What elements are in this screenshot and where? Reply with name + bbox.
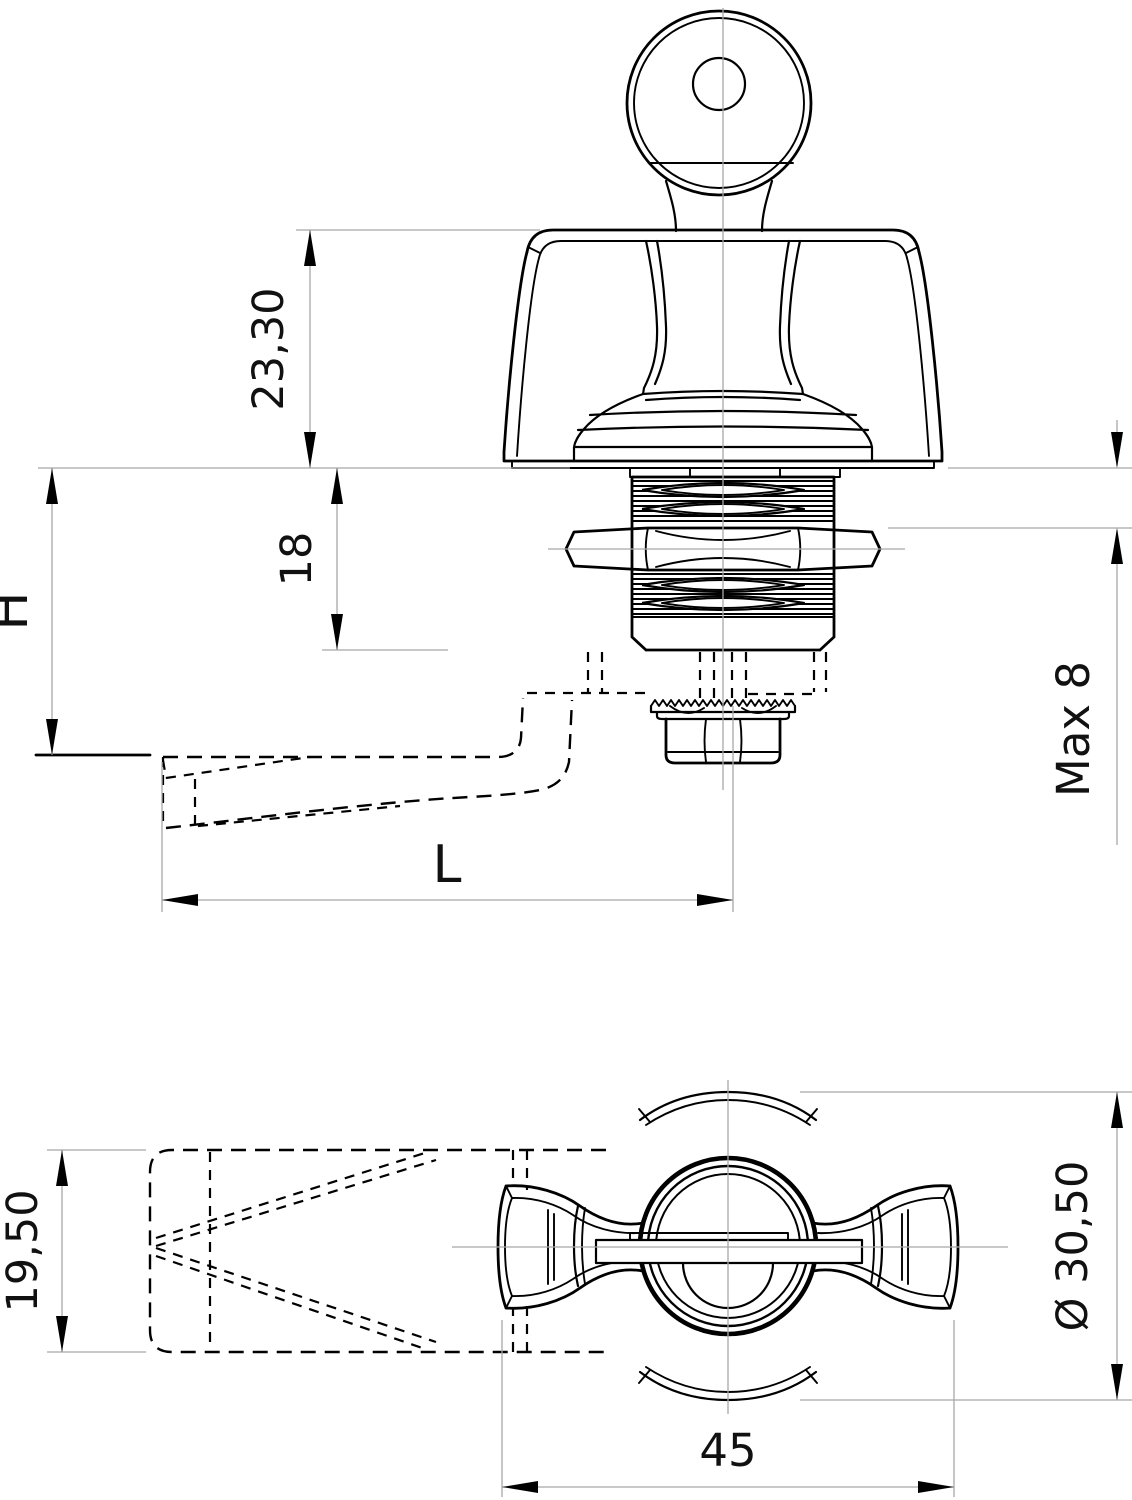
hidden-shaft-lines: [527, 652, 828, 698]
key-neck: [664, 179, 774, 233]
dimension-max-panel: Max 8: [888, 420, 1132, 845]
label-cam-width: 19,50: [0, 1189, 48, 1312]
dimension-knob-width: 45: [501, 1320, 955, 1497]
arrow-right: [697, 894, 733, 906]
label-grip-height: H: [0, 591, 40, 630]
arrow-down: [1111, 1364, 1123, 1400]
arrow-left: [162, 894, 198, 906]
dimensions: 23,30 18 H Max 8: [0, 229, 1132, 1497]
thread-lens-inner: [661, 503, 785, 515]
key-slot-lip: [629, 1232, 789, 1241]
arrow-up: [46, 468, 58, 504]
key-slot-bar: [594, 1238, 864, 1265]
housing-sides: [630, 475, 836, 652]
wing-knob-front: [502, 228, 944, 478]
ext-line: [800, 1091, 1132, 1401]
cam-lever-bottom-edge: [165, 699, 574, 830]
label-thread-length: 18: [272, 532, 322, 587]
arrow-up: [331, 468, 343, 504]
ext-line: [161, 706, 734, 912]
key-head-inner: [633, 17, 805, 189]
label-max-panel: Max 8: [1047, 661, 1100, 797]
cam-lever-outline-top: [148, 1148, 606, 1354]
bezel-mold-seams: [638, 1108, 818, 1384]
arrow-left: [502, 1481, 538, 1493]
key-head-outer: [625, 9, 813, 197]
dimension-thread-length: 18: [272, 468, 448, 651]
dimension-bezel-diameter: Ø 30,50: [800, 1091, 1132, 1401]
cam-lever-top-edge: [163, 697, 525, 759]
arrow-up: [1111, 1092, 1123, 1128]
thread-lens-inner: [661, 579, 785, 591]
key-hole: [691, 56, 747, 112]
top-view: [148, 1080, 1008, 1414]
cam-lever-front: [161, 697, 574, 830]
label-bezel-diameter: Ø 30,50: [1048, 1161, 1098, 1332]
knob-rings: [594, 1155, 864, 1337]
dimension-grip-height: H: [0, 468, 58, 755]
arrow-down: [1111, 432, 1123, 468]
key: [625, 9, 813, 233]
label-knob-width: 45: [699, 1424, 756, 1477]
knob-stem: [641, 239, 805, 396]
arrow-up: [304, 230, 316, 266]
ext-line: [888, 467, 1132, 529]
ext-line: [47, 1149, 146, 1353]
arrow-down: [46, 719, 58, 755]
label-knob-height: 23,30: [244, 287, 294, 410]
ext-line: [38, 229, 570, 469]
dimension-cam-width: 19,50: [0, 1149, 146, 1353]
front-view: [34, 8, 944, 830]
dimension-cam-length: L: [161, 706, 734, 912]
cam-lever-top-view: [148, 1148, 606, 1354]
arrow-down: [304, 432, 316, 468]
dimension-knob-height: 23,30: [38, 229, 570, 469]
arrow-up: [56, 1150, 68, 1186]
thread-lens-inner: [661, 597, 785, 609]
arrow-down: [331, 614, 343, 650]
arrow-up: [1111, 528, 1123, 564]
label-cam-length: L: [433, 835, 462, 895]
knob-wings-inner: [511, 257, 935, 469]
ext-line: [501, 1320, 955, 1497]
cam-lever-tip: [161, 755, 401, 828]
arrow-right: [918, 1481, 954, 1493]
arrow-down: [56, 1316, 68, 1352]
thread-lens-inner: [661, 484, 785, 496]
cam-lever-inner-lines-top: [155, 1150, 529, 1352]
serrated-washer-body: [649, 704, 797, 721]
